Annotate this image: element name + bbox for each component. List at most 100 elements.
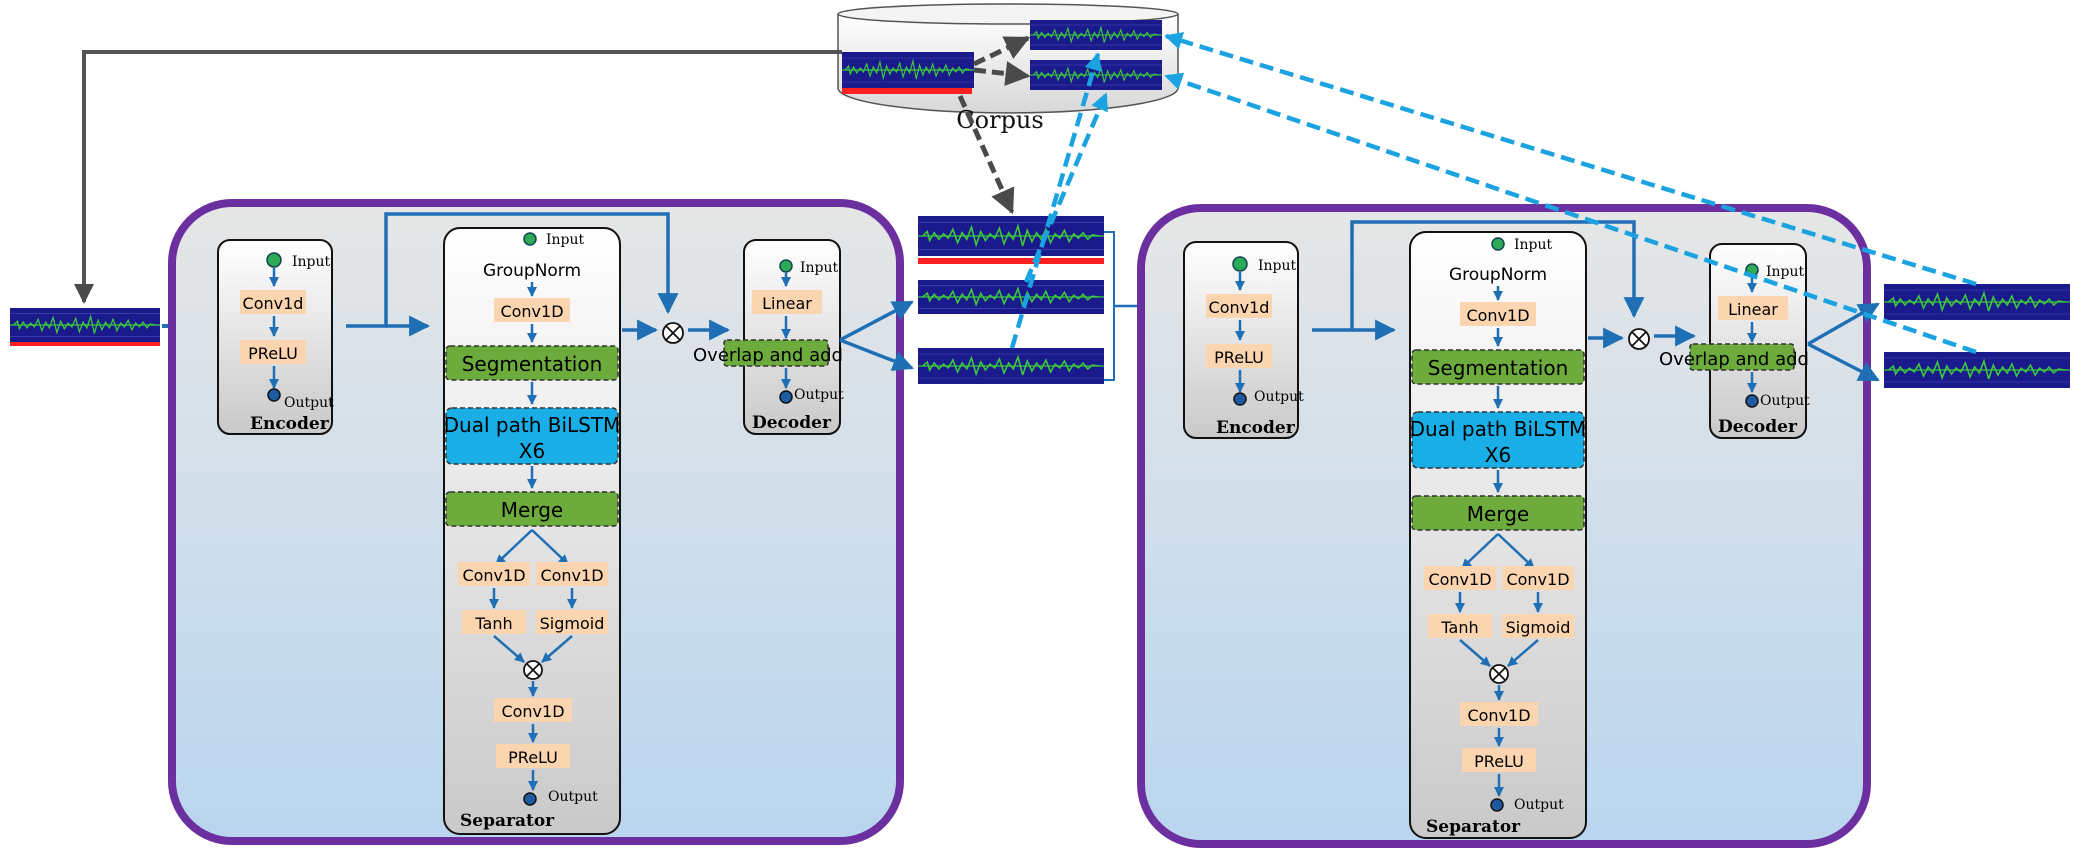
- svg-text:Merge: Merge: [501, 498, 563, 522]
- stage2-output-waveform-2: [1884, 352, 2070, 388]
- svg-text:Tanh: Tanh: [1440, 618, 1478, 637]
- encoder-output-label: Output: [284, 395, 334, 411]
- decoder-module: [1709, 243, 1807, 439]
- svg-text:PReLU: PReLU: [508, 748, 558, 767]
- corpus-mixture-highlight: [842, 88, 972, 94]
- corpus-mixture-waveform: [842, 52, 974, 88]
- input-mixture-waveform: [10, 308, 160, 342]
- pipeline-stage-2: Input Conv1d PReLU Output Encoder Input …: [1137, 204, 1871, 848]
- svg-text:Conv1D: Conv1D: [501, 702, 564, 721]
- mixture-feed-line: [74, 50, 842, 304]
- decoder-output-dot: [779, 390, 793, 404]
- encoder-title: Encoder: [1216, 418, 1296, 438]
- svg-text:Sigmoid: Sigmoid: [540, 614, 605, 633]
- svg-text:Tanh: Tanh: [474, 614, 512, 633]
- svg-text:Conv1D: Conv1D: [462, 566, 525, 585]
- branch-conv1d-right: [536, 562, 608, 586]
- svg-text:Conv1D: Conv1D: [1506, 570, 1569, 589]
- dual-path-bilstm-block: [445, 407, 619, 465]
- svg-text:Input: Input: [1514, 237, 1553, 253]
- compare-arrow: [1164, 32, 1977, 287]
- encoder-prelu: [1206, 344, 1272, 368]
- svg-text:Output: Output: [794, 387, 844, 403]
- svg-text:Input: Input: [1766, 264, 1805, 280]
- svg-text:Conv1D: Conv1D: [1466, 306, 1529, 325]
- encoder-input-dot: [1232, 256, 1248, 272]
- sigmoid-box: [536, 610, 608, 634]
- corpus-source-waveform-1: [1030, 20, 1162, 50]
- separator-title: Separator: [460, 811, 555, 831]
- overlap-add-block: [1689, 343, 1795, 371]
- encoder-input-dot: [266, 252, 282, 268]
- svg-text:Conv1D: Conv1D: [540, 566, 603, 585]
- corpus-dashed-arrow: [972, 35, 1031, 67]
- post-conv1d: [1460, 702, 1538, 726]
- mask-multiply-icon: [662, 322, 684, 344]
- svg-text:Conv1D: Conv1D: [1467, 706, 1530, 725]
- stage1-mixed-waveform: [918, 216, 1104, 256]
- decoder-title: Decoder: [1718, 417, 1798, 437]
- mixture-sample-highlight: [918, 258, 1104, 264]
- separator-output-dot: [523, 792, 537, 806]
- decoder-module: [743, 239, 841, 435]
- svg-text:Conv1d: Conv1d: [1209, 298, 1270, 317]
- svg-text:PReLU: PReLU: [1474, 752, 1524, 771]
- stage1-output-waveform-2: [918, 348, 1104, 384]
- svg-text:Sigmoid: Sigmoid: [1506, 618, 1571, 637]
- mask-multiply-icon: [1628, 328, 1650, 350]
- svg-text:Output: Output: [1254, 389, 1304, 405]
- encoder-module: [217, 239, 333, 435]
- post-prelu: [496, 744, 570, 768]
- compare-arrow: [1164, 72, 1977, 355]
- encoder-conv1d: [1206, 294, 1272, 318]
- encoder-output-dot: [267, 388, 281, 402]
- encoder-prelu: [240, 340, 306, 364]
- encoder-input-label: Input: [292, 254, 331, 270]
- svg-text:PReLU: PReLU: [1214, 348, 1264, 367]
- branch-conv1d-left: [458, 562, 530, 586]
- post-prelu: [1462, 748, 1536, 772]
- skip-connection: [1312, 220, 1645, 332]
- svg-text:Overlap and add: Overlap and add: [693, 345, 843, 366]
- dual-path-bilstm-block: [1411, 411, 1585, 469]
- separator-conv1d: [494, 298, 570, 322]
- merge-block: [445, 491, 619, 527]
- svg-text:Linear: Linear: [1728, 300, 1778, 319]
- svg-text:Segmentation: Segmentation: [1428, 356, 1569, 380]
- segmentation-block: [1411, 349, 1585, 385]
- separator-conv1d: [1460, 302, 1536, 326]
- tanh-box: [1428, 614, 1492, 638]
- decoder-title: Decoder: [752, 413, 832, 433]
- merge-block: [1411, 495, 1585, 531]
- encoder-conv1d: [240, 290, 306, 314]
- tanh-box: [462, 610, 526, 634]
- corpus-to-mixture-arrow: [957, 94, 1015, 215]
- sigmoid-box: [1502, 614, 1574, 638]
- pipeline-stage-1: Input Conv1d PReLU Output Encoder Input …: [168, 199, 904, 845]
- separator-input-label: Input: [546, 232, 585, 248]
- separator-output-dot: [1490, 798, 1504, 812]
- branch-conv1d-right: [1502, 566, 1574, 590]
- separator-input-dot: [1491, 237, 1505, 251]
- svg-text:Conv1D: Conv1D: [1428, 570, 1491, 589]
- segmentation-block: [445, 345, 619, 381]
- svg-text:Input: Input: [1258, 258, 1297, 274]
- encoder-prelu-label: PReLU: [248, 344, 298, 363]
- encoder-conv1d-label: Conv1d: [243, 294, 304, 313]
- encoder-title: Encoder: [250, 414, 330, 434]
- decoder-linear: [1718, 296, 1788, 320]
- encoder-output-dot: [1233, 392, 1247, 406]
- svg-text:Segmentation: Segmentation: [462, 352, 603, 376]
- skip-connection: [346, 212, 679, 328]
- svg-text:Output: Output: [1514, 797, 1564, 813]
- svg-text:Output: Output: [1760, 393, 1810, 409]
- svg-text:Overlap and add: Overlap and add: [1659, 349, 1809, 370]
- svg-text:X6: X6: [519, 439, 545, 463]
- branch-conv1d-left: [1424, 566, 1496, 590]
- svg-text:Input: Input: [800, 260, 839, 276]
- svg-text:Linear: Linear: [762, 294, 812, 313]
- stage2-output-waveform-1: [1884, 284, 2070, 320]
- svg-text:Merge: Merge: [1467, 502, 1529, 526]
- svg-text:X6: X6: [1485, 443, 1511, 467]
